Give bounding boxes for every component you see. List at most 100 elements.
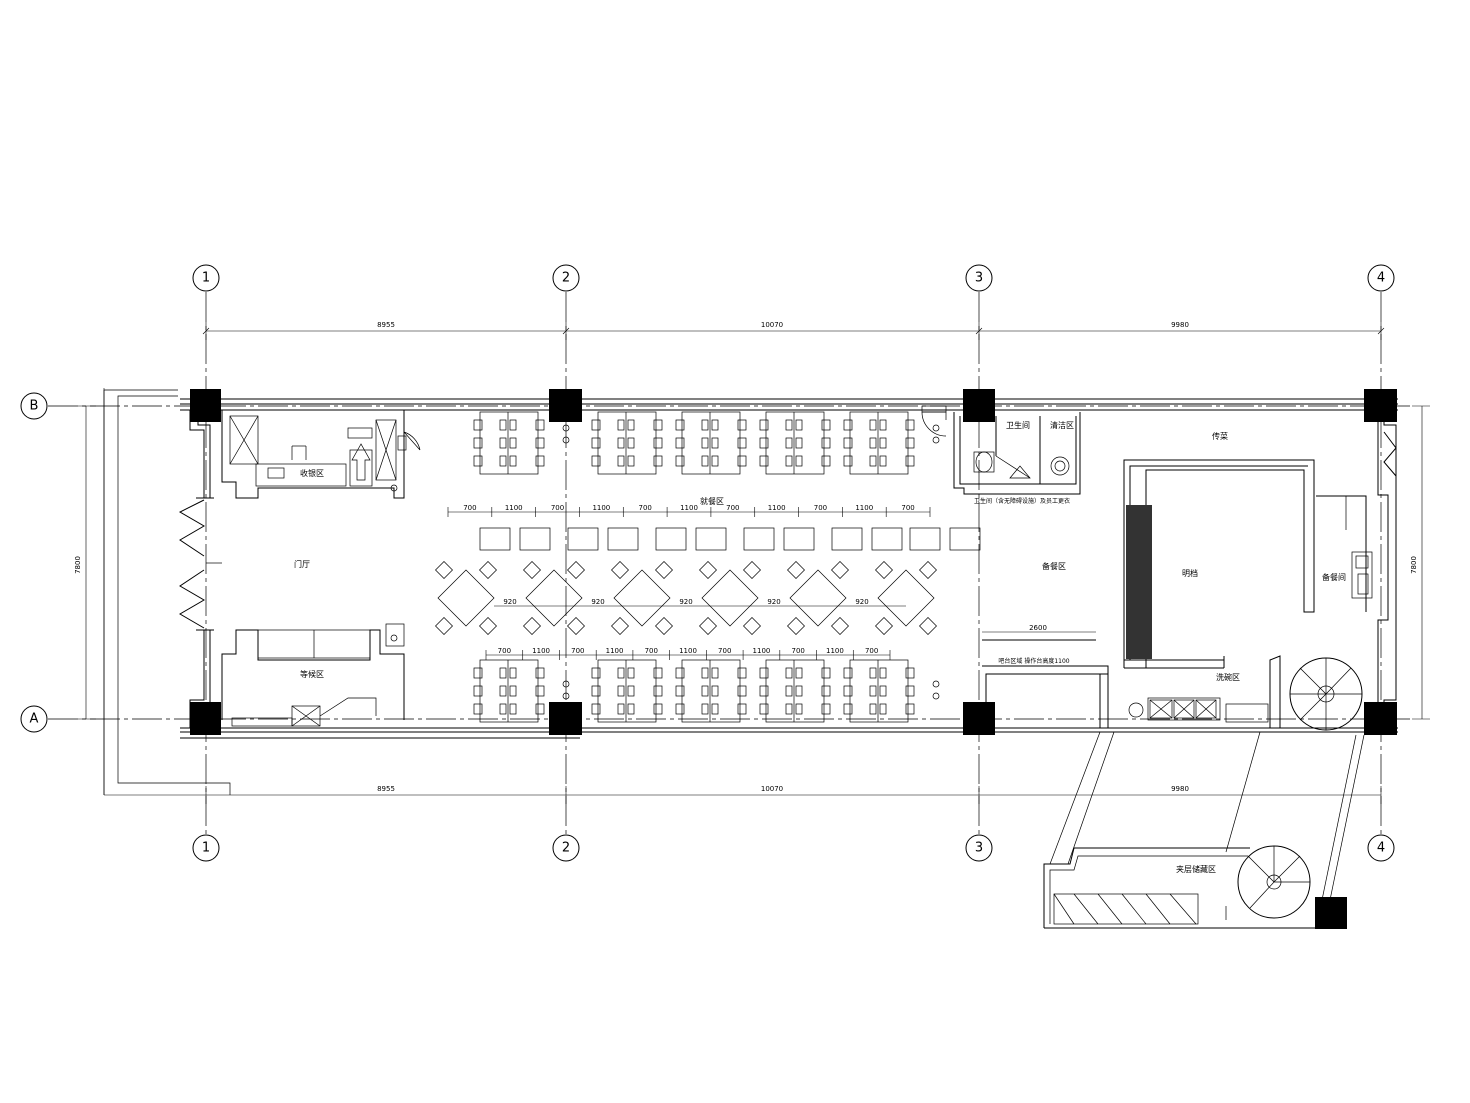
kitchen-equipment: 洗碗区 xyxy=(1099,655,1281,728)
dimension-label: 700 xyxy=(645,647,658,655)
grid-bubble-bottom-2: 2 xyxy=(552,834,580,862)
middle-table xyxy=(567,527,639,551)
room-label-prep: 备餐间 xyxy=(1322,572,1346,582)
booth xyxy=(675,659,747,723)
dimension-label: 8955 xyxy=(377,785,395,793)
mezzanine-storage: 夹层储藏区 xyxy=(1043,731,1365,929)
dimension-label: 1100 xyxy=(855,504,873,512)
dimension-label: 700 xyxy=(463,504,476,512)
room-label-dining: 就餐区 xyxy=(700,496,724,506)
grid-label: 4 xyxy=(1377,271,1385,286)
diamond-table xyxy=(435,561,497,635)
middle-table xyxy=(743,527,815,551)
dimension-label: 700 xyxy=(498,647,511,655)
booth xyxy=(591,411,663,475)
grid-label: 4 xyxy=(1377,841,1385,856)
dimension-label: 700 xyxy=(865,647,878,655)
side-door-right xyxy=(1383,431,1397,477)
site-boundary xyxy=(103,389,231,795)
dimension-label: 700 xyxy=(901,504,914,512)
grid-label: 1 xyxy=(202,841,210,856)
dimension-label: 700 xyxy=(718,647,731,655)
booth xyxy=(759,659,831,723)
room-label-lobby: 门厅 xyxy=(294,559,310,569)
booth xyxy=(759,411,831,475)
dimension-label: 1100 xyxy=(606,647,624,655)
kitchen-partition: 明档 xyxy=(1123,459,1315,669)
grid-bubble-bottom-3: 3 xyxy=(965,834,993,862)
serving-area: 2600 备餐区 吧台区域 操作台高度1100 xyxy=(982,561,1109,720)
diamond-table xyxy=(787,561,849,635)
washroom-door xyxy=(921,405,947,437)
diamond-table xyxy=(523,561,585,635)
dimension-label: 920 xyxy=(503,598,516,606)
booth xyxy=(843,411,915,475)
waiting-bench: 等候区 xyxy=(221,623,405,727)
dining-booths-bottom xyxy=(473,659,915,723)
dimension-bottom: 8955 10070 9980 xyxy=(103,388,1382,804)
dining-diamond-tables xyxy=(435,561,937,635)
exterior-walls xyxy=(180,398,1398,739)
grid-label: 2 xyxy=(562,841,570,856)
room-label-dish: 洗碗区 xyxy=(1216,672,1240,682)
dimension-label: 1100 xyxy=(753,647,771,655)
middle-table xyxy=(479,527,551,551)
grid-label: B xyxy=(30,399,39,414)
dimension-left: 7800 xyxy=(74,405,96,720)
grid-label: 1 xyxy=(202,271,210,286)
dimension-label: 1100 xyxy=(505,504,523,512)
entrance-folding-door xyxy=(178,499,222,629)
dimension-label: 8955 xyxy=(377,321,395,329)
washroom: 卫生间 清洁区 卫生间（含无障碍设施）及员工更衣 xyxy=(953,412,1081,505)
booth xyxy=(675,411,747,475)
bar-note: 吧台区域 操作台高度1100 xyxy=(998,657,1069,665)
lobby-door-top xyxy=(397,431,421,451)
grid-label: 2 xyxy=(562,271,570,286)
room-label-cleaning: 清洁区 xyxy=(1050,420,1074,430)
room-label-serving: 备餐区 xyxy=(1042,561,1066,571)
dimension-label: 2600 xyxy=(1029,624,1047,632)
dimension-label: 1100 xyxy=(679,647,697,655)
cashier-counter: 收银区 xyxy=(221,410,405,499)
room-label-washroom: 卫生间 xyxy=(1006,420,1030,430)
room-label-pass: 传菜 xyxy=(1212,431,1228,441)
grid-bubble-top-4: 4 xyxy=(1367,264,1395,292)
dimension-label: 10070 xyxy=(761,785,783,793)
dimension-label: 920 xyxy=(591,598,604,606)
grid-bubble-bottom-1: 1 xyxy=(192,834,220,862)
grid-axis-lines xyxy=(48,292,1410,835)
grid-label: 3 xyxy=(975,271,983,286)
dimension-top: 8955 10070 9980 xyxy=(202,321,1385,340)
grid-label: 3 xyxy=(975,841,983,856)
grid-bubble-row-A: A xyxy=(20,705,48,733)
staff-note: 卫生间（含无障碍设施）及员工更衣 xyxy=(974,497,1070,505)
room-label-waiting: 等候区 xyxy=(300,669,324,679)
structural-columns xyxy=(190,389,1397,929)
booth xyxy=(473,411,545,475)
room-label-upper-store: 夹层储藏区 xyxy=(1176,864,1216,874)
hydrant-symbols xyxy=(390,424,940,700)
room-label-kitchen-open: 明档 xyxy=(1182,568,1198,578)
dimension-label: 920 xyxy=(679,598,692,606)
booth xyxy=(843,659,915,723)
diamond-table xyxy=(699,561,761,635)
dimension-label: 9980 xyxy=(1171,785,1189,793)
dimension-label: 700 xyxy=(638,504,651,512)
dimension-label: 10070 xyxy=(761,321,783,329)
booth xyxy=(591,659,663,723)
grid-label: A xyxy=(30,712,39,727)
grid-bubble-top-3: 3 xyxy=(965,264,993,292)
grid-bubble-bottom-4: 4 xyxy=(1367,834,1395,862)
dimension-label: 700 xyxy=(814,504,827,512)
dimension-label: 1100 xyxy=(592,504,610,512)
dining-middle-tables xyxy=(479,527,981,551)
grid-bubble-top-2: 2 xyxy=(552,264,580,292)
middle-table xyxy=(909,527,981,551)
dimension-label: 700 xyxy=(791,647,804,655)
grid-bubble-row-B: B xyxy=(20,392,48,420)
dining-booths-top xyxy=(473,411,915,475)
